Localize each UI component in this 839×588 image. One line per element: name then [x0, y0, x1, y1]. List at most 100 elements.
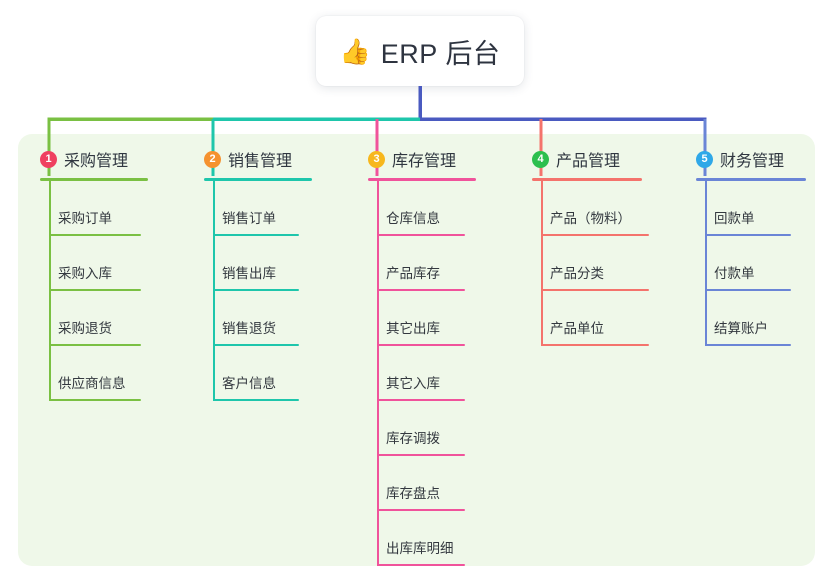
leaf-label: 结算账户: [714, 321, 768, 336]
leaf-spine-4: [541, 181, 543, 346]
leaf-list-2: 销售订单销售出库销售退货客户信息: [204, 181, 312, 401]
leaf-label: 其它出库: [386, 321, 440, 336]
leaf-item[interactable]: 其它出库: [368, 291, 476, 346]
leaf-item[interactable]: 销售订单: [204, 181, 312, 236]
branch-column-5: 5 财务管理回款单付款单结算账户: [696, 146, 806, 346]
leaf-label: 出库库明细: [386, 541, 454, 556]
leaf-item[interactable]: 结算账户: [696, 291, 806, 346]
branch-title-3: 库存管理: [392, 153, 457, 170]
leaf-label: 销售订单: [222, 211, 276, 226]
leaf-underline: [541, 344, 649, 346]
leaf-label: 仓库信息: [386, 211, 440, 226]
leaf-label: 回款单: [714, 211, 755, 226]
branch-title-2: 销售管理: [228, 153, 293, 170]
leaf-list-5: 回款单付款单结算账户: [696, 181, 806, 346]
root-node[interactable]: 👍 ERP 后台: [316, 16, 524, 86]
leaf-underline: [705, 344, 791, 346]
leaf-underline: [49, 234, 141, 236]
leaf-label: 库存盘点: [386, 486, 440, 501]
branch-badge-3: 3: [368, 150, 385, 168]
branch-title-1: 采购管理: [64, 153, 129, 170]
branch-title-4: 产品管理: [556, 153, 621, 170]
branch-underline-4: [532, 178, 642, 181]
leaf-underline: [213, 289, 299, 291]
leaf-underline: [705, 289, 791, 291]
leaf-underline: [541, 289, 649, 291]
leaf-item[interactable]: 回款单: [696, 181, 806, 236]
leaf-label: 采购入库: [58, 266, 112, 281]
branch-header-5[interactable]: 5 财务管理: [696, 146, 806, 172]
branch-column-4: 4 产品管理产品（物料） 产品分类产品单位: [532, 146, 649, 346]
leaf-list-4: 产品（物料） 产品分类产品单位: [532, 181, 649, 346]
branch-underline-2: [204, 178, 312, 181]
leaf-spine-1: [49, 181, 51, 401]
branch-underline-1: [40, 178, 148, 181]
branch-badge-5: 5: [696, 150, 713, 168]
branch-column-1: 1 采购管理采购订单采购入库采购退货供应商信息: [40, 146, 148, 401]
branch-column-3: 3 库存管理仓库信息产品库存其它出库其它入库库存调拨库存盘点出库库明细: [368, 146, 476, 566]
leaf-label: 产品分类: [550, 266, 604, 281]
branch-title-5: 财务管理: [720, 153, 785, 170]
leaf-underline: [213, 399, 299, 401]
leaf-underline: [49, 399, 141, 401]
leaf-underline: [377, 564, 465, 566]
leaf-underline: [377, 399, 465, 401]
branch-badge-4: 4: [532, 150, 549, 168]
leaf-underline: [377, 509, 465, 511]
leaf-underline: [377, 454, 465, 456]
branch-badge-2: 2: [204, 150, 221, 168]
leaf-underline: [705, 234, 791, 236]
branch-header-3[interactable]: 3 库存管理: [368, 146, 476, 172]
leaf-item[interactable]: 客户信息: [204, 346, 312, 401]
leaf-item[interactable]: 付款单: [696, 236, 806, 291]
branch-underline-3: [368, 178, 476, 181]
leaf-label: 库存调拨: [386, 431, 440, 446]
leaf-underline: [213, 234, 299, 236]
leaf-label: 采购退货: [58, 321, 112, 336]
leaf-list-1: 采购订单采购入库采购退货供应商信息: [40, 181, 148, 401]
leaf-spine-5: [705, 181, 707, 346]
leaf-underline: [49, 289, 141, 291]
leaf-item[interactable]: 采购订单: [40, 181, 148, 236]
leaf-underline: [213, 344, 299, 346]
leaf-item[interactable]: 采购退货: [40, 291, 148, 346]
leaf-item[interactable]: 出库库明细: [368, 511, 476, 566]
branch-header-1[interactable]: 1 采购管理: [40, 146, 148, 172]
leaf-label: 供应商信息: [58, 376, 126, 391]
leaf-label: 销售退货: [222, 321, 276, 336]
leaf-item[interactable]: 供应商信息: [40, 346, 148, 401]
leaf-item[interactable]: 其它入库: [368, 346, 476, 401]
leaf-item[interactable]: 采购入库: [40, 236, 148, 291]
leaf-spine-2: [213, 181, 215, 401]
branch-header-4[interactable]: 4 产品管理: [532, 146, 642, 172]
leaf-list-3: 仓库信息产品库存其它出库其它入库库存调拨库存盘点出库库明细: [368, 181, 476, 566]
leaf-underline: [377, 344, 465, 346]
leaf-item[interactable]: 产品（物料）: [532, 181, 649, 236]
thumbs-up-icon: 👍: [339, 37, 371, 66]
leaf-spine-3: [377, 181, 379, 566]
leaf-label: 其它入库: [386, 376, 440, 391]
leaf-label: 客户信息: [222, 376, 276, 391]
branch-column-2: 2 销售管理销售订单销售出库销售退货客户信息: [204, 146, 312, 401]
branch-badge-1: 1: [40, 150, 57, 168]
leaf-underline: [377, 234, 465, 236]
leaf-item[interactable]: 销售退货: [204, 291, 312, 346]
leaf-item[interactable]: 产品库存: [368, 236, 476, 291]
leaf-item[interactable]: 仓库信息: [368, 181, 476, 236]
branch-underline-5: [696, 178, 806, 181]
leaf-item[interactable]: 库存调拨: [368, 401, 476, 456]
leaf-item[interactable]: 销售出库: [204, 236, 312, 291]
leaf-label: 销售出库: [222, 266, 276, 281]
leaf-label: 产品库存: [386, 266, 440, 281]
leaf-underline: [541, 234, 649, 236]
leaf-item[interactable]: 产品单位: [532, 291, 649, 346]
leaf-item[interactable]: 库存盘点: [368, 456, 476, 511]
leaf-item[interactable]: 产品分类: [532, 236, 649, 291]
branch-header-2[interactable]: 2 销售管理: [204, 146, 312, 172]
branches-panel: [18, 134, 815, 566]
leaf-label: 产品单位: [550, 321, 604, 336]
leaf-label: 付款单: [714, 266, 755, 281]
root-title: ERP 后台: [380, 38, 501, 69]
leaf-underline: [49, 344, 141, 346]
